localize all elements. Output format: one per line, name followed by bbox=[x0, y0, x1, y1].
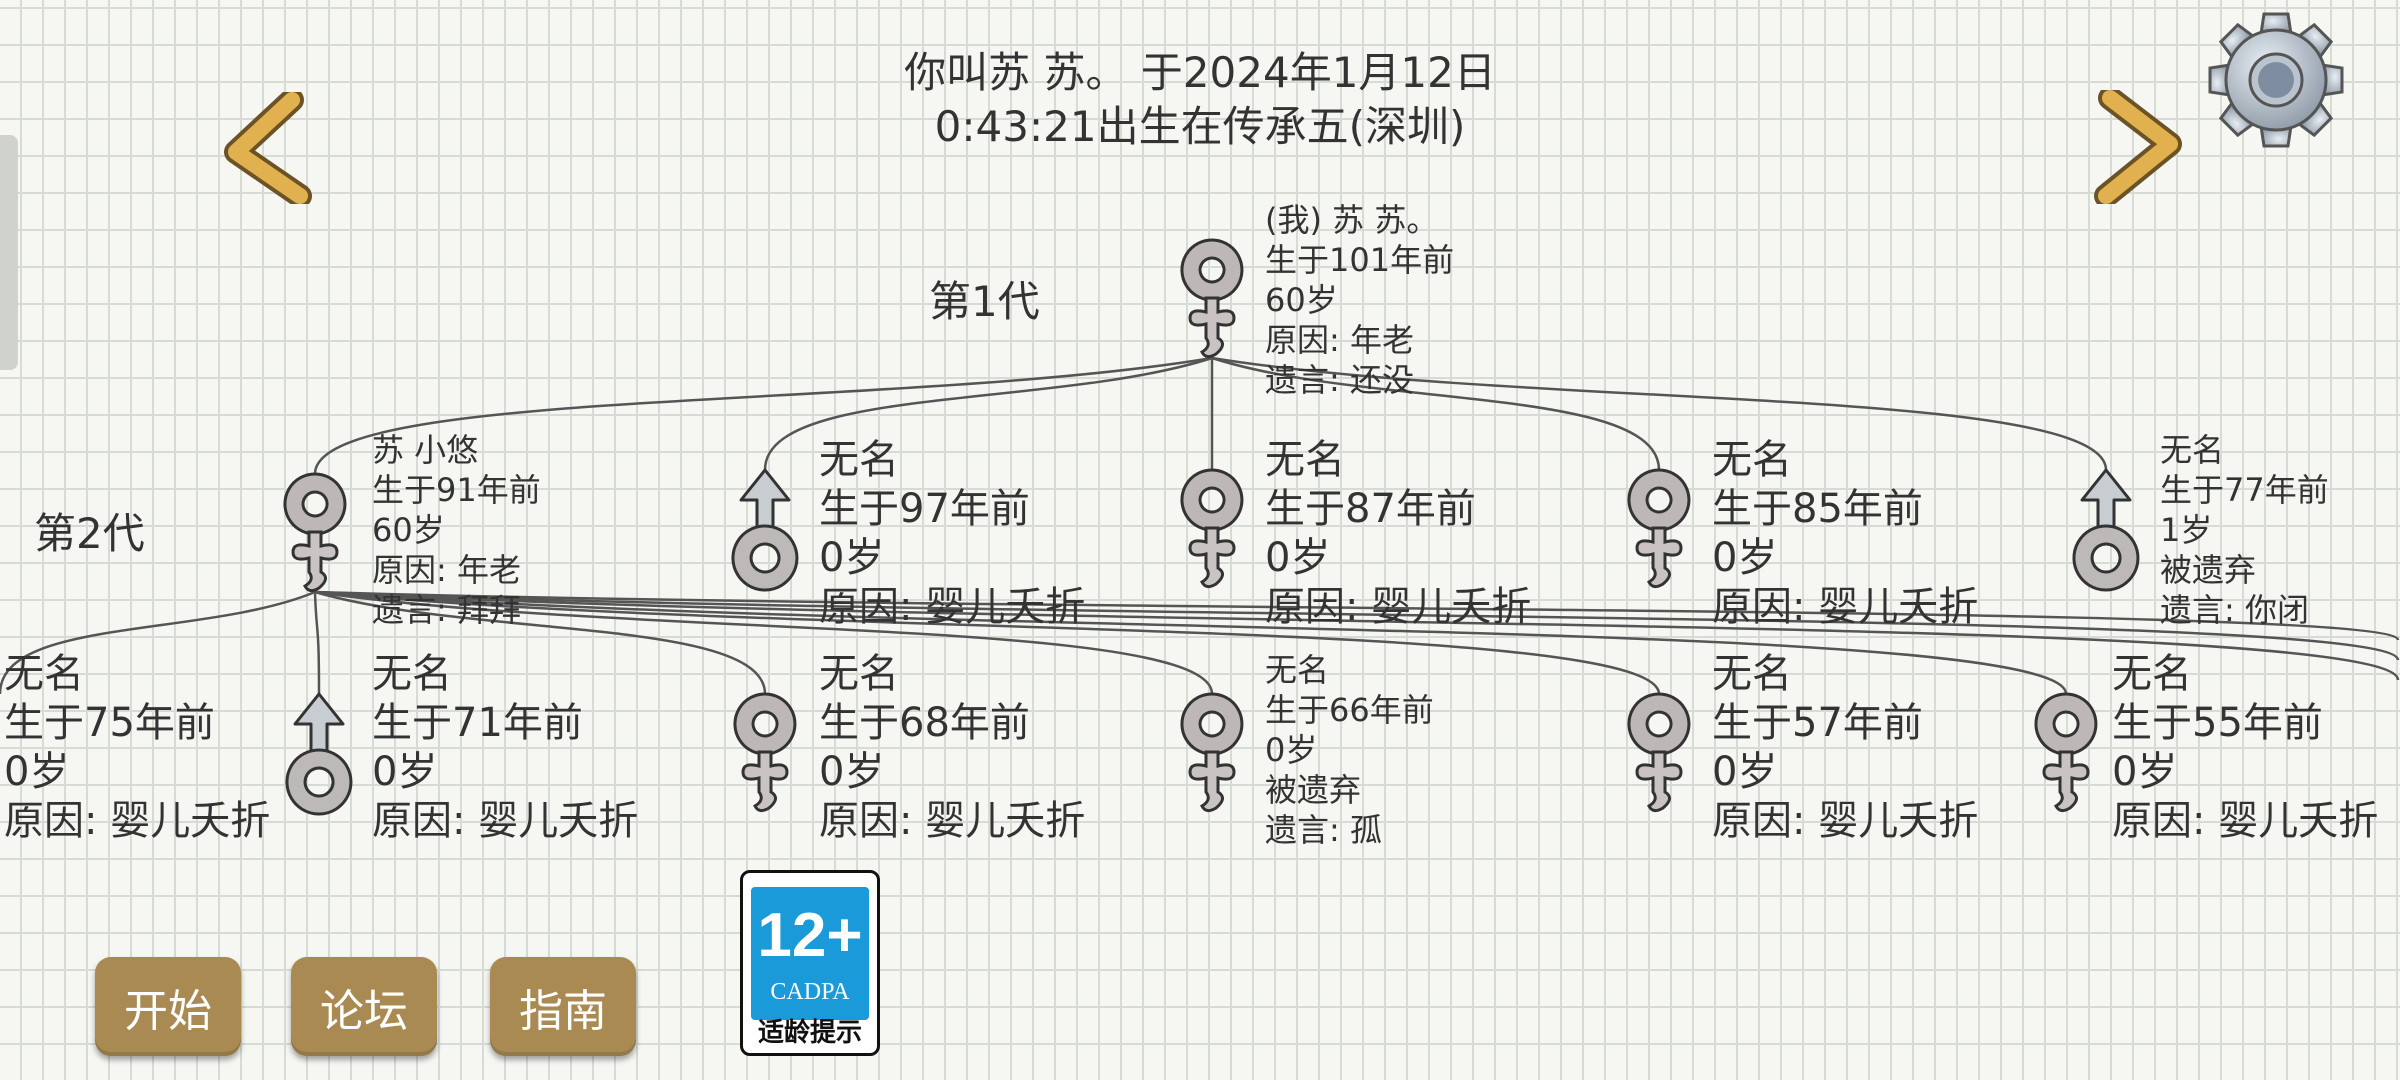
title-line-2: 0:43:21出生在传承五(深圳) bbox=[934, 102, 1466, 151]
person-info-line: 无名 bbox=[1265, 437, 1345, 483]
person-info-line: 苏 小悠 bbox=[372, 431, 479, 469]
tree-link bbox=[313, 591, 321, 695]
person-info-line: 0岁 bbox=[819, 749, 885, 795]
person-info-line: (我) 苏 苏。 bbox=[1265, 201, 1439, 239]
generation-label-2: 第2代 bbox=[34, 509, 145, 558]
person-info-line: 生于57年前 bbox=[1712, 700, 1923, 746]
person-info-line: 无名 bbox=[1712, 651, 1792, 697]
male-symbol-icon[interactable] bbox=[2070, 466, 2142, 594]
person-info-line: 遗言: 孤 bbox=[1265, 811, 1382, 849]
generation-label-1: 第1代 bbox=[929, 277, 1040, 326]
person-info-line: 1岁 bbox=[2160, 511, 2213, 549]
chevron-left-icon[interactable] bbox=[222, 92, 318, 204]
person-info-line: 生于85年前 bbox=[1712, 486, 1923, 532]
person-info-line: 生于91年前 bbox=[372, 471, 541, 509]
person-info-line: 被遗弃 bbox=[1265, 771, 1362, 809]
female-symbol-icon[interactable] bbox=[729, 690, 801, 818]
person-info-line: 0岁 bbox=[1265, 731, 1318, 769]
person-info-line: 0岁 bbox=[372, 749, 438, 795]
person-info-line: 原因: 婴儿夭折 bbox=[819, 584, 1086, 630]
person-info-line: 原因: 婴儿夭折 bbox=[372, 798, 639, 844]
person-info-line: 原因: 年老 bbox=[1265, 321, 1414, 359]
female-symbol-icon[interactable] bbox=[2030, 690, 2102, 818]
person-info-line: 0岁 bbox=[1712, 535, 1778, 581]
person-info-line: 无名 bbox=[2160, 431, 2225, 469]
person-info-line: 原因: 婴儿夭折 bbox=[1265, 584, 1532, 630]
side-drawer-handle[interactable] bbox=[0, 135, 18, 370]
female-symbol-icon[interactable] bbox=[279, 470, 351, 598]
person-info-line: 原因: 年老 bbox=[372, 551, 521, 589]
start-button[interactable]: 开始 bbox=[95, 957, 241, 1056]
person-info-line: 遗言: 拜拜 bbox=[372, 591, 521, 629]
person-info-line: 无名 bbox=[1712, 437, 1792, 483]
person-info-line: 生于97年前 bbox=[819, 486, 1030, 532]
person-info-line: 原因: 婴儿夭折 bbox=[1712, 584, 1979, 630]
person-info-line: 0岁 bbox=[2112, 749, 2178, 795]
age-rating-panel: 12+ CADPA bbox=[751, 887, 869, 1020]
person-info-line: 无名 bbox=[819, 437, 899, 483]
person-info-line: 生于66年前 bbox=[1265, 691, 1434, 729]
female-symbol-icon[interactable] bbox=[1176, 466, 1248, 594]
person-info-line: 生于55年前 bbox=[2112, 700, 2323, 746]
person-info-line: 原因: 婴儿夭折 bbox=[4, 798, 271, 844]
rating-org: CADPA bbox=[770, 979, 850, 1005]
person-info-line: 60岁 bbox=[372, 511, 445, 549]
chevron-right-icon[interactable] bbox=[2088, 90, 2184, 204]
person-info-line: 原因: 婴儿夭折 bbox=[2112, 798, 2379, 844]
gear-icon[interactable] bbox=[2206, 10, 2346, 150]
person-info-line: 生于77年前 bbox=[2160, 471, 2329, 509]
guide-button[interactable]: 指南 bbox=[490, 957, 636, 1056]
person-info-line: 生于75年前 bbox=[4, 700, 215, 746]
male-symbol-icon[interactable] bbox=[283, 690, 355, 818]
person-info-line: 0岁 bbox=[4, 749, 70, 795]
person-info-line: 原因: 婴儿夭折 bbox=[819, 798, 1086, 844]
person-info-line: 遗言: 还没 bbox=[1265, 361, 1414, 399]
person-info-line: 被遗弃 bbox=[2160, 551, 2257, 589]
person-info-line: 原因: 婴儿夭折 bbox=[1712, 798, 1979, 844]
person-info-line: 60岁 bbox=[1265, 281, 1338, 319]
title-line-1: 你叫苏 苏。 于2024年1月12日 bbox=[904, 48, 1496, 97]
person-info-line: 0岁 bbox=[1712, 749, 1778, 795]
page-title: 你叫苏 苏。 于2024年1月12日 0:43:21出生在传承五(深圳) bbox=[0, 46, 2400, 154]
age-tip: 适龄提示 bbox=[757, 1018, 862, 1048]
age-rating-badge: 12+ CADPA 适龄提示 bbox=[740, 870, 880, 1056]
male-symbol-icon[interactable] bbox=[729, 466, 801, 594]
person-info-line: 无名 bbox=[1265, 651, 1330, 689]
person-info-line: 生于71年前 bbox=[372, 700, 583, 746]
person-info-line: 无名 bbox=[372, 651, 452, 697]
person-info-line: 0岁 bbox=[819, 535, 885, 581]
female-symbol-icon[interactable] bbox=[1176, 236, 1248, 364]
forum-button[interactable]: 论坛 bbox=[291, 957, 437, 1056]
female-symbol-icon[interactable] bbox=[1176, 690, 1248, 818]
person-info-line: 遗言: 你闭 bbox=[2160, 591, 2309, 629]
female-symbol-icon[interactable] bbox=[1623, 466, 1695, 594]
age-rating: 12+ bbox=[757, 901, 863, 970]
person-info-line: 生于68年前 bbox=[819, 700, 1030, 746]
person-info-line: 生于87年前 bbox=[1265, 486, 1476, 532]
female-symbol-icon[interactable] bbox=[1623, 690, 1695, 818]
person-info-line: 0岁 bbox=[1265, 535, 1331, 581]
person-info-line: 无名 bbox=[4, 651, 84, 697]
person-info-line: 生于101年前 bbox=[1265, 241, 1455, 279]
person-info-line: 无名 bbox=[819, 651, 899, 697]
person-info-line: 无名 bbox=[2112, 651, 2192, 697]
